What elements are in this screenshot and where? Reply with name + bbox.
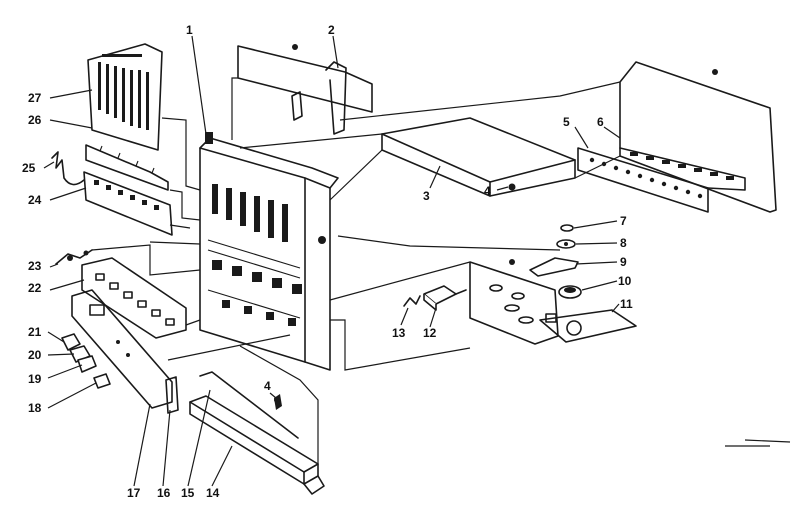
callout-12: 12 (423, 326, 437, 340)
callout-27: 27 (28, 91, 42, 105)
part-5-terminal-bar (577, 147, 746, 213)
part-4-screw-lower (274, 394, 282, 410)
part-27-circuit-board (87, 43, 163, 151)
hardware-stack-7-10 (529, 224, 582, 299)
callout-7: 7 (620, 214, 627, 228)
assembly-lines (91, 77, 791, 464)
callout-19: 19 (28, 372, 42, 386)
part-24-terminal-strip (83, 171, 173, 236)
callout-3: 3 (423, 189, 430, 203)
callout-13: 13 (392, 326, 406, 340)
callout-2: 2 (328, 23, 335, 37)
callout-9: 9 (620, 255, 627, 269)
callout-24: 24 (28, 193, 42, 207)
callout-22: 22 (28, 281, 42, 295)
callout-17: 17 (127, 486, 141, 500)
part-11-plate (539, 309, 637, 343)
part-22-lower-frame (81, 257, 187, 339)
callout-25: 25 (22, 161, 36, 175)
callout-23: 23 (28, 259, 42, 273)
callout-4b: 4 (264, 379, 271, 393)
callout-10: 10 (618, 274, 632, 288)
part-25-wire-spring (51, 151, 85, 186)
part-26-bracket (85, 144, 169, 191)
part-4-screw-upper (509, 184, 515, 190)
part-6-rear-panel (619, 61, 777, 213)
part-1-main-chassis (199, 132, 339, 371)
callout-16: 16 (157, 486, 171, 500)
part-23-clip (55, 249, 93, 265)
callout-1: 1 (186, 23, 193, 37)
callout-26: 26 (28, 113, 42, 127)
callout-11: 11 (620, 297, 633, 311)
part-2-top-bracket (237, 44, 373, 135)
callout-6: 6 (597, 115, 604, 129)
callout-14: 14 (206, 486, 220, 500)
callout-20: 20 (28, 348, 42, 362)
part-13-clip (403, 295, 421, 307)
callout-8: 8 (620, 236, 627, 250)
leader-lines (43, 35, 621, 487)
part-16-edge-strip (165, 376, 179, 414)
callout-21: 21 (28, 325, 42, 339)
callout-5: 5 (563, 115, 570, 129)
part-3-cover-plate (381, 117, 576, 197)
part-12-plug (423, 285, 467, 311)
callout-labels: 1 2 3 4 4 5 6 7 8 9 10 11 12 13 14 15 16… (22, 23, 633, 500)
callout-4a: 4 (484, 184, 491, 198)
part-17-front-panel (71, 289, 173, 409)
callout-18: 18 (28, 401, 42, 415)
callout-15: 15 (181, 486, 195, 500)
knobs-18-21 (61, 333, 111, 389)
